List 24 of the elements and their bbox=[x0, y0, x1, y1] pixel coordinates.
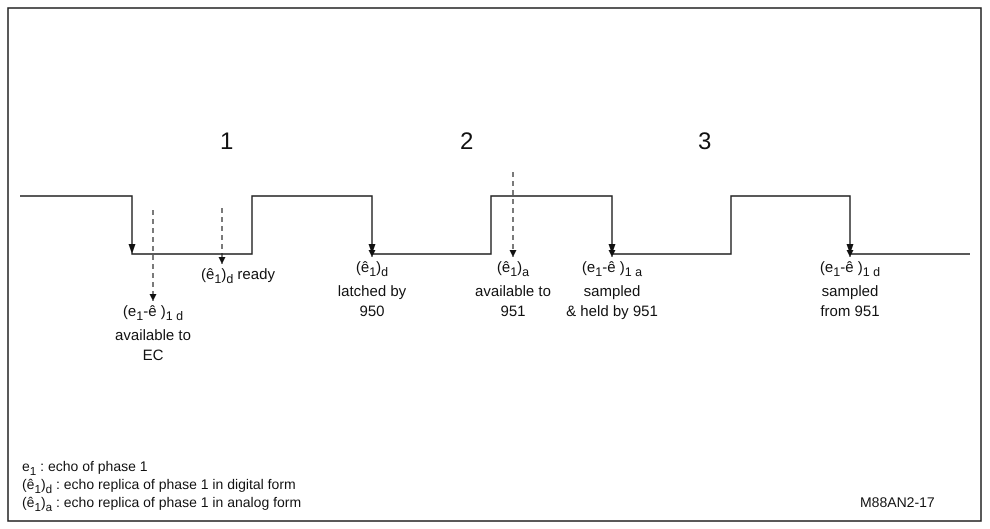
annotation-line: & held by 951 bbox=[565, 302, 659, 322]
annotation-line: (e$_{1}$-ê )$_{1 d}$ bbox=[818, 258, 882, 281]
key-note: e$_{1}$ : echo of phase 1 bbox=[22, 458, 148, 478]
annotation-line: (ê$_{1}$)$_{d}$ bbox=[354, 258, 390, 281]
annotation-line: (ê$_{1}$)$_{a}$ bbox=[496, 258, 530, 281]
annotation-line: (e$_{1}$-ê )$_{1 d}$ bbox=[122, 302, 184, 325]
arrow bbox=[608, 250, 616, 257]
annotation-line: (e$_{1}$-ê )$_{1 a}$ bbox=[580, 258, 644, 281]
arrow bbox=[846, 250, 854, 257]
key-note: (ê$_{1}$)$_{d}$ : echo replica of phase 1 in digital form bbox=[22, 476, 296, 496]
arrow bbox=[150, 210, 156, 301]
annotation-line: latched by 950 bbox=[336, 282, 408, 322]
key-note: (ê$_{1}$)$_{a}$ : echo replica of phase 1 in analog form bbox=[22, 494, 302, 514]
arrow bbox=[510, 172, 516, 257]
annotation-line: available to 951 bbox=[474, 282, 552, 322]
phase-number: 1 bbox=[220, 128, 234, 156]
annotation-line: available to EC bbox=[114, 326, 192, 366]
figure-code: M88AN2-17 bbox=[860, 494, 935, 510]
arrow bbox=[218, 208, 226, 264]
phase-number: 2 bbox=[460, 128, 474, 156]
arrow bbox=[368, 250, 376, 257]
phase-number: 3 bbox=[698, 128, 712, 156]
annotation-line: sampled from 951 bbox=[819, 282, 881, 322]
annotation-line: (ê$_{1}$)$_{d}$ ready bbox=[200, 265, 276, 288]
